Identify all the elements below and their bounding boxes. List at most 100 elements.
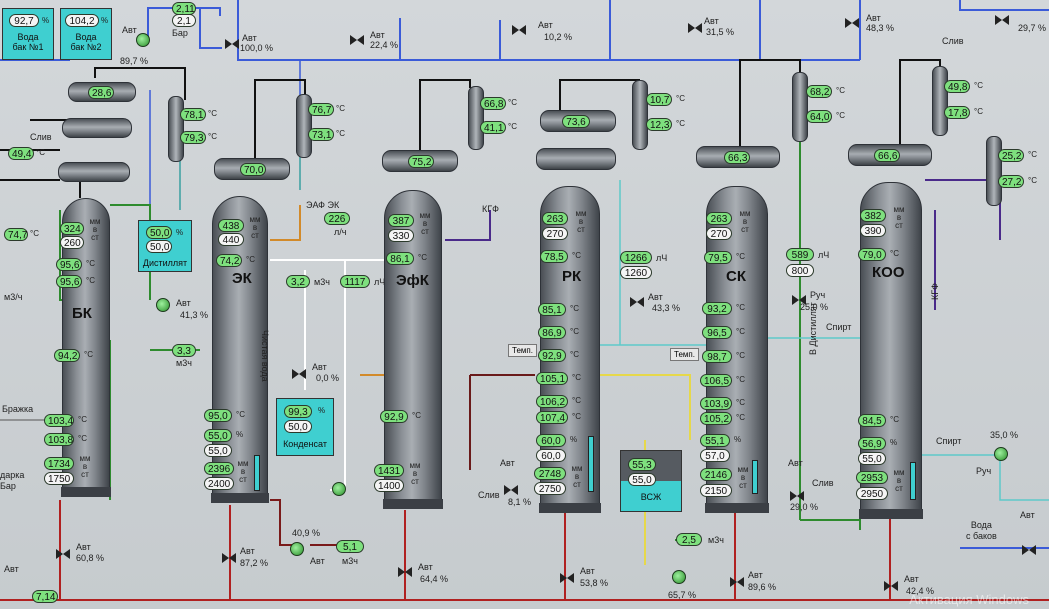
valve-avt-5: Авт bbox=[866, 13, 881, 23]
valve-icon[interactable] bbox=[790, 488, 804, 501]
valve-avt-1: Авт bbox=[242, 33, 257, 43]
valve-icon[interactable] bbox=[995, 12, 1009, 25]
pump-icon[interactable] bbox=[332, 482, 346, 496]
flow-1117-unit: лЧ bbox=[374, 277, 386, 287]
efk-temp2-unit: °C bbox=[412, 411, 421, 420]
valve-102: 10,2 % bbox=[544, 32, 573, 42]
efk-press1: 1431 bbox=[374, 464, 404, 477]
sk-temp5: 106,5 bbox=[700, 374, 732, 387]
koo-hx2-unit: °C bbox=[974, 107, 983, 116]
flow-rk1: 1266 bbox=[620, 251, 652, 264]
ek-hx1: 76,7 bbox=[308, 103, 334, 116]
valve-avt-3: Авт bbox=[538, 20, 553, 30]
flow-rk1-unit: лЧ bbox=[656, 253, 668, 263]
flow-25: 2,5 bbox=[676, 533, 702, 546]
bk-drum-3 bbox=[58, 162, 130, 182]
valve-538: 53,8 % bbox=[580, 578, 609, 588]
flow-sk1-unit: лЧ bbox=[818, 250, 830, 260]
valve-icon[interactable] bbox=[292, 366, 306, 379]
valve-avt-koo: Авт bbox=[904, 574, 919, 584]
flow-32: 3,2 bbox=[286, 275, 310, 288]
valve-icon[interactable] bbox=[884, 578, 898, 591]
sk-hx1: 68,2 bbox=[806, 85, 832, 98]
valve-icon[interactable] bbox=[1022, 542, 1036, 555]
pump-icon[interactable] bbox=[156, 298, 170, 312]
valve-avt-bottom: Авт bbox=[4, 564, 19, 574]
kgf-label-2: КГФ bbox=[930, 283, 940, 300]
valve-icon[interactable] bbox=[222, 550, 236, 563]
pump-icon[interactable] bbox=[994, 447, 1008, 461]
bk-bottom2-unit: °C bbox=[78, 434, 87, 443]
flow-51: 5,1 bbox=[336, 540, 364, 553]
bk-press2: 1750 bbox=[44, 472, 74, 485]
valve-224: 22,4 % bbox=[370, 40, 399, 50]
valve-icon[interactable] bbox=[845, 15, 859, 28]
valve-icon[interactable] bbox=[730, 574, 744, 587]
flow-32-unit: м3ч bbox=[314, 277, 330, 287]
pump-icon[interactable] bbox=[136, 33, 150, 47]
valve-icon[interactable] bbox=[688, 20, 702, 33]
sliv-efk: Слив bbox=[478, 490, 500, 500]
bk-temp2-unit: °C bbox=[86, 276, 95, 285]
rk-temp1-unit: °C bbox=[572, 251, 581, 260]
flow-top2: 2,1 bbox=[172, 14, 196, 27]
koo-heat-exchanger-1 bbox=[932, 66, 948, 136]
flow-226: 226 bbox=[324, 212, 350, 225]
ek-drum-temp: 70,0 bbox=[240, 163, 266, 176]
rk-top1: 263 bbox=[542, 212, 568, 225]
efk-temp1: 86,1 bbox=[386, 252, 414, 265]
ek-temp1: 74,2 bbox=[216, 254, 242, 267]
koo-level1-unit: % bbox=[890, 438, 898, 447]
flow-226-unit: л/ч bbox=[334, 227, 347, 237]
valve-icon[interactable] bbox=[350, 32, 364, 45]
column-efk[interactable] bbox=[383, 190, 443, 509]
valve-250: 25,0 % bbox=[800, 302, 829, 312]
valve-icon[interactable] bbox=[398, 564, 412, 577]
bk-heat-exchanger bbox=[168, 96, 184, 162]
efk-temp2: 92,9 bbox=[380, 410, 408, 423]
valve-icon[interactable] bbox=[630, 294, 644, 307]
ek-top1: 438 bbox=[218, 219, 244, 232]
valve-icon[interactable] bbox=[225, 36, 239, 49]
valve-ruch-koo: Руч bbox=[976, 466, 992, 476]
koo-temp2: 84,5 bbox=[858, 414, 886, 427]
valve-872: 87,2 % bbox=[240, 558, 269, 568]
rk-temp6-unit: °C bbox=[572, 396, 581, 405]
sk-temp7: 105,2 bbox=[700, 412, 732, 425]
sk-temp-button[interactable]: Темп. bbox=[670, 348, 699, 361]
sk-temp1: 79,5 bbox=[704, 251, 732, 264]
pump-icon[interactable] bbox=[290, 542, 304, 556]
sk-top1: 263 bbox=[706, 212, 732, 225]
valve-81: 8,1 % bbox=[508, 497, 532, 507]
flow-top1: 2,11 bbox=[172, 2, 196, 15]
column-koo-name: КОО bbox=[872, 264, 905, 281]
valve-315: 31,5 % bbox=[706, 27, 735, 37]
sk-hx1-unit: °C bbox=[836, 86, 845, 95]
koo-level-bar bbox=[910, 462, 916, 500]
flow-51-unit: м3ч bbox=[342, 556, 358, 566]
sk-level-bar bbox=[752, 460, 758, 494]
valve-icon[interactable] bbox=[56, 546, 70, 559]
bk-left-flow1: 49,4 bbox=[8, 147, 34, 160]
valve-icon[interactable] bbox=[512, 22, 526, 35]
pump-icon[interactable] bbox=[672, 570, 686, 584]
spirt-label-2: Спирт bbox=[936, 436, 962, 446]
valve-icon[interactable] bbox=[560, 570, 574, 583]
rk-temp-button[interactable]: Темп. bbox=[508, 344, 537, 357]
bk-left-flow2-unit: °C bbox=[30, 229, 39, 238]
koo-heat-exchanger-2 bbox=[986, 136, 1002, 206]
bk-top2: 260 bbox=[60, 236, 84, 249]
column-ek-name: ЭК bbox=[232, 270, 252, 287]
sk-temp3: 96,5 bbox=[702, 326, 732, 339]
ek-temp2: 95,0 bbox=[204, 409, 232, 422]
ek-hx2: 73,1 bbox=[308, 128, 334, 141]
water-tank-2-level: 104,2 bbox=[65, 14, 99, 27]
valve-icon[interactable] bbox=[504, 482, 518, 495]
rk-temp5: 105,1 bbox=[536, 372, 568, 385]
valve-657: 65,7 % bbox=[668, 590, 697, 600]
valve-483: 48,3 % bbox=[866, 23, 895, 33]
valve-icon[interactable] bbox=[792, 292, 806, 305]
